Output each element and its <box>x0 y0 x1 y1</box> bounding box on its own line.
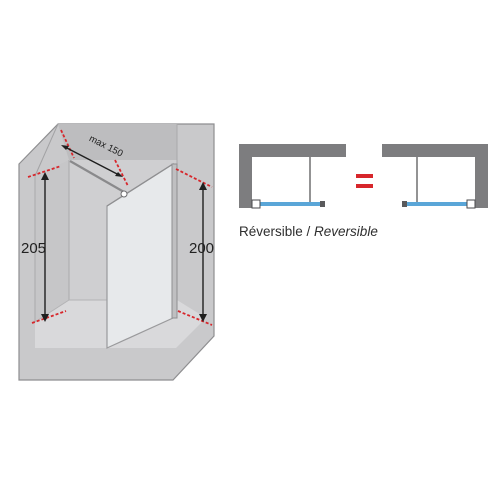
glass-top-edge <box>106 163 174 207</box>
dim-205-red-bottom <box>31 310 67 324</box>
reversible-caption: Réversible / Reversible <box>239 224 378 239</box>
room-edge-1 <box>34 123 59 177</box>
dimension-200: 200 <box>175 168 214 326</box>
bar-connector <box>120 190 128 198</box>
dim-200-arrow-bottom <box>199 314 207 322</box>
dim-max-arrow-b <box>115 172 123 177</box>
stabilizer-bar <box>69 160 125 193</box>
plan-view-left <box>239 144 346 209</box>
plan-right-top-wall <box>382 144 488 157</box>
plan-left-side-wall <box>239 144 252 208</box>
equals-sign <box>356 174 373 188</box>
dimension-205: 205 <box>21 165 67 324</box>
plan-right-cap <box>402 201 407 207</box>
room-left-wall <box>35 160 69 322</box>
glass-panel <box>69 160 178 349</box>
room-back-wall <box>58 124 177 160</box>
caption-french: Réversible <box>239 224 303 239</box>
plan-left-top-wall <box>239 144 346 157</box>
dim-max-line <box>62 145 122 177</box>
plan-view-right <box>382 144 488 209</box>
dim-205-arrow-bottom <box>41 314 49 322</box>
dim-205-label: 205 <box>21 240 46 257</box>
plan-right-side-wall <box>475 144 488 208</box>
wall-profile <box>171 163 178 319</box>
plan-left-glass <box>258 202 324 206</box>
dim-red-marker-top-a <box>60 129 75 159</box>
room-edge-4 <box>34 299 70 323</box>
caption-english: Reversible <box>314 224 378 239</box>
dim-205-red-top <box>27 165 62 178</box>
plan-left-inner <box>252 157 346 208</box>
dim-200-red-bottom <box>177 310 213 326</box>
equals-bar-top <box>356 174 373 178</box>
dim-200-arrow-top <box>199 182 207 190</box>
dim-200-red-top <box>175 168 213 188</box>
dim-200-label: 200 <box>189 240 214 257</box>
plan-right-profile <box>466 199 476 209</box>
plan-right-glass <box>404 202 470 206</box>
dim-205-arrow-top <box>41 172 49 180</box>
equals-bar-bottom <box>356 184 373 188</box>
dim-max-arrow-a <box>61 145 69 150</box>
caption-separator: / <box>302 224 315 239</box>
plan-left-cap <box>320 201 325 207</box>
plan-right-inner <box>382 157 475 208</box>
plan-left-profile <box>251 199 261 209</box>
